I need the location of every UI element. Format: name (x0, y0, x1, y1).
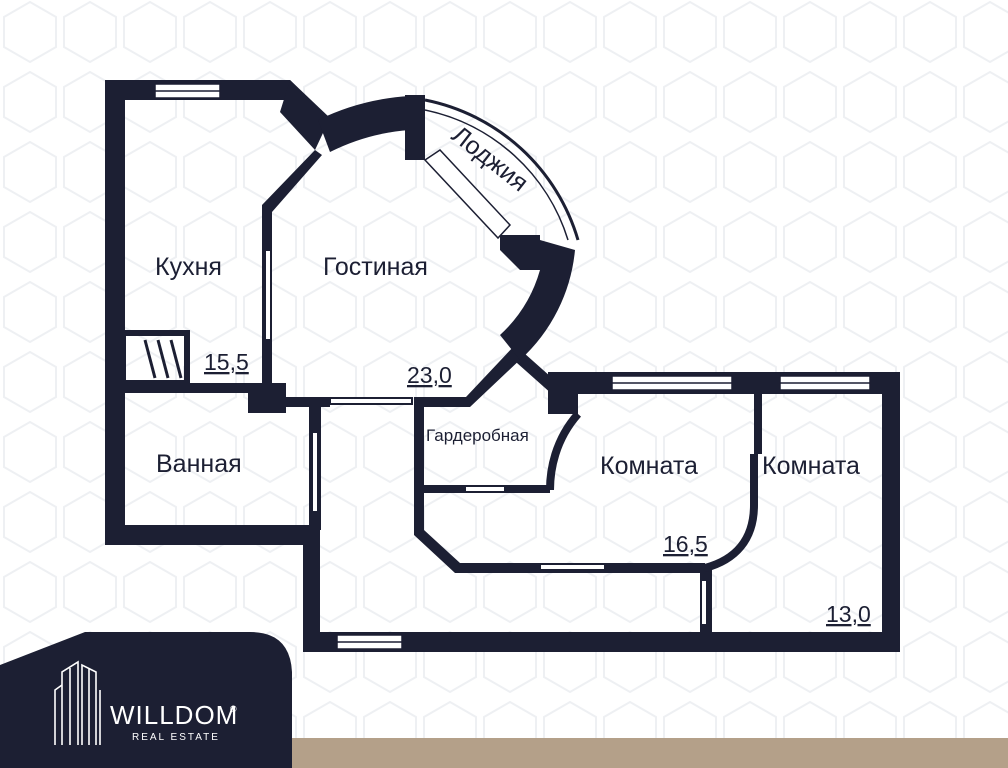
living-area: 23,0 (407, 362, 452, 388)
bathroom-label: Ванная (156, 450, 242, 478)
room1-label: Комната (600, 452, 698, 480)
room2-area: 13,0 (826, 601, 871, 627)
kitchen-area: 15,5 (204, 349, 249, 375)
accent-strip (290, 738, 1008, 768)
loggia-outline (424, 98, 580, 241)
closet-hatch (143, 339, 183, 379)
room1-right-curve (703, 454, 758, 572)
living-curved-wall-lower (500, 240, 575, 360)
room1-curved-wall (546, 411, 582, 491)
windows (154, 83, 871, 650)
living-label: Гостиная (323, 253, 428, 281)
loggia-outline-inner (424, 109, 569, 241)
brand-name: WILLDOM (110, 700, 238, 730)
room2-label: Комната (762, 452, 860, 480)
living-curved-wall (318, 96, 410, 152)
kitchen-label: Кухня (155, 253, 222, 281)
doors (264, 249, 708, 626)
brand-registered: ® (230, 704, 237, 714)
wardrobe-label: Гардеробная (426, 426, 529, 445)
brand-subtitle: REAL ESTATE (132, 732, 220, 743)
logo-building-icon (54, 660, 101, 745)
room1-area: 16,5 (663, 531, 708, 557)
